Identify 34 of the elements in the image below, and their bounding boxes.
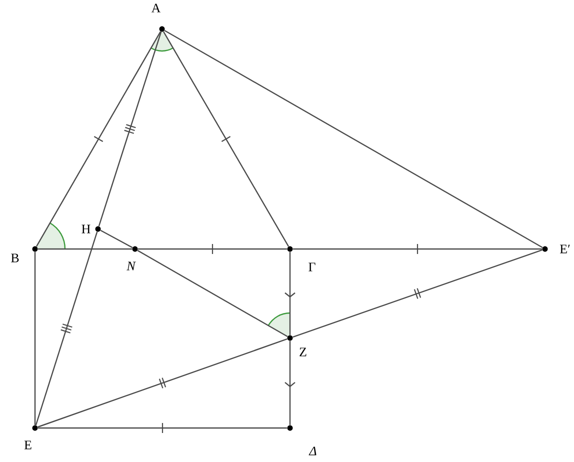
point-label: N bbox=[126, 262, 136, 270]
line-segment bbox=[38, 338, 288, 428]
point-label: H bbox=[82, 224, 90, 234]
line-segment bbox=[100, 230, 133, 248]
point bbox=[287, 246, 293, 252]
line-segment bbox=[138, 244, 288, 254]
point bbox=[287, 425, 293, 431]
point-label: B bbox=[11, 254, 19, 262]
line-segment bbox=[292, 244, 542, 254]
point bbox=[95, 226, 101, 232]
line-segment bbox=[98, 32, 162, 226]
point-label: Γ bbox=[308, 262, 316, 272]
line-segment bbox=[137, 250, 288, 338]
line-segment bbox=[36, 31, 162, 247]
line-segment bbox=[164, 30, 543, 248]
point-label: A bbox=[151, 4, 161, 12]
line-segment bbox=[35, 232, 98, 426]
point bbox=[542, 246, 548, 252]
line-segment bbox=[284, 252, 296, 336]
point bbox=[159, 26, 165, 32]
point bbox=[287, 335, 293, 341]
point bbox=[132, 246, 138, 252]
point bbox=[32, 246, 38, 252]
line-segment bbox=[38, 248, 132, 250]
point-label: E bbox=[24, 440, 32, 450]
point-label: Z bbox=[300, 348, 306, 356]
point-label: Δ bbox=[308, 446, 316, 456]
line-segment bbox=[162, 31, 290, 247]
point-label: E′ bbox=[560, 244, 570, 254]
line-segment bbox=[34, 252, 36, 426]
point bbox=[32, 425, 38, 431]
line-segment bbox=[38, 422, 288, 433]
line-segment bbox=[284, 340, 296, 426]
line-segment bbox=[292, 249, 542, 338]
